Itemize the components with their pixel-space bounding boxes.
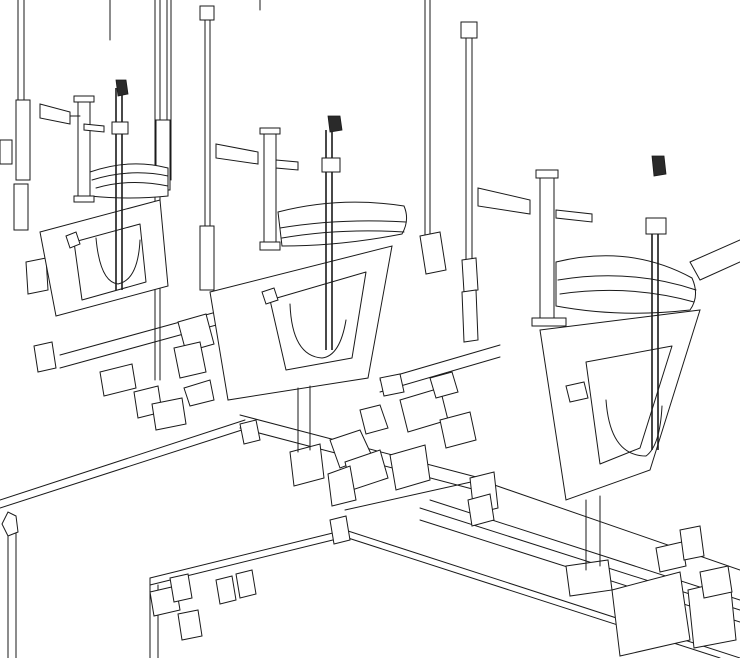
wall-hung-toilet-left <box>39 79 169 317</box>
wall-hung-toilet-right <box>477 155 701 571</box>
drain-network <box>0 239 740 659</box>
supply-risers <box>0 0 479 381</box>
wall-hung-toilet-middle <box>209 115 408 487</box>
